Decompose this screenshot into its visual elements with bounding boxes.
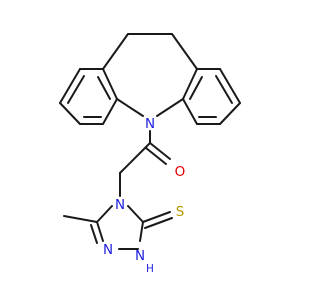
ethylene-bridge bbox=[102, 33, 198, 70]
atom-nh-triazole: N bbox=[135, 248, 145, 264]
left-benzene-ring bbox=[59, 68, 118, 125]
atom-n-azepine: N bbox=[145, 116, 155, 132]
atom-s-thione: S bbox=[176, 204, 185, 220]
structure-diagram: N O N N N H S bbox=[59, 33, 241, 275]
atom-n4-triazole: N bbox=[115, 197, 125, 213]
atom-nh-hydrogen: H bbox=[146, 263, 154, 275]
azepine-n-bonds bbox=[116, 98, 184, 144]
triazole-ring bbox=[90, 205, 144, 250]
atom-n1-triazole: N bbox=[103, 242, 113, 258]
molecule-canvas: N O N N N H S bbox=[59, 33, 241, 275]
right-benzene-ring bbox=[182, 68, 241, 125]
substituents bbox=[63, 211, 173, 229]
acetyl-linker bbox=[119, 142, 171, 197]
atom-o-carbonyl: O bbox=[175, 164, 186, 180]
